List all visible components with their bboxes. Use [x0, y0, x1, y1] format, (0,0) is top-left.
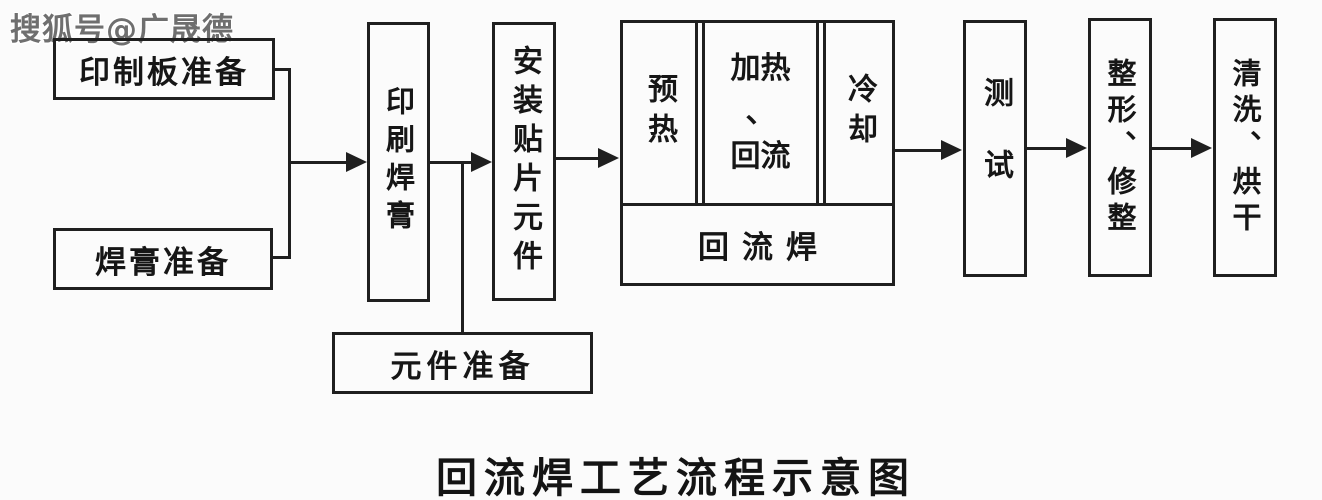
reflow-cell-heating: 加热 、 回流	[705, 23, 816, 203]
reflow-divider-2a	[816, 23, 819, 203]
node-reshape: 整形、修整	[1088, 18, 1152, 277]
connector-to-print	[289, 161, 348, 164]
reflow-cell-cooling: 冷却	[826, 23, 892, 203]
reflow-divider-2b	[823, 23, 826, 203]
reflow-cell-preheat: 预热	[623, 23, 695, 203]
node-print-paste: 印刷焊膏	[367, 22, 430, 302]
connector-reflow-to-test	[895, 149, 943, 152]
reflow-divider-1b	[702, 23, 705, 203]
node-mount-smd: 安装贴片元件	[492, 22, 556, 301]
connector-mount-to-reflow	[556, 157, 600, 160]
reflow-heating-line3: 回流	[730, 139, 791, 174]
reflow-preheat-label: 预热	[642, 73, 677, 153]
node-component-prep: 元件准备	[332, 332, 593, 394]
connector-pcb-out	[273, 68, 291, 71]
reflow-heating-line1: 加热	[730, 51, 791, 86]
connector-component-prep-up	[461, 163, 464, 333]
connector-test-to-reshape	[1027, 147, 1068, 150]
node-paste-prep: 焊膏准备	[53, 228, 273, 290]
node-test: 测试	[963, 20, 1027, 277]
node-test-label: 测试	[978, 76, 1013, 221]
node-mount-smd-label: 安装贴片元件	[507, 44, 542, 279]
reflow-horizontal-divider	[623, 203, 892, 206]
arrowhead-to-reshape-icon	[1066, 138, 1087, 158]
reflow-cooling-label: 冷却	[842, 73, 877, 153]
node-paste-prep-label: 焊膏准备	[95, 244, 231, 281]
reflow-band-label: 回流焊	[698, 230, 830, 266]
node-reflow-group: 预热 加热 、 回流 冷却 回流焊	[620, 20, 895, 286]
node-print-paste-label: 印刷焊膏	[381, 86, 416, 238]
node-component-prep-label: 元件准备	[390, 348, 535, 385]
arrowhead-to-mount-icon	[471, 152, 492, 172]
node-clean-label: 清洗、烘干	[1228, 57, 1262, 238]
node-reshape-label: 整形、修整	[1103, 57, 1137, 238]
arrowhead-to-clean-icon	[1191, 138, 1212, 158]
arrowhead-to-reflow-icon	[598, 148, 619, 168]
connector-print-to-mount	[430, 161, 473, 164]
reflow-heating-label: 加热 、 回流	[731, 47, 791, 179]
arrowhead-to-test-icon	[941, 140, 962, 160]
reflow-heating-line2: 、	[745, 95, 776, 130]
diagram-title: 回流焊工艺流程示意图	[436, 454, 916, 500]
connector-paste-out	[271, 256, 291, 259]
watermark-text: 搜狐号@广晟德	[10, 12, 234, 48]
arrowhead-to-print-icon	[346, 152, 367, 172]
connector-reshape-to-clean	[1152, 147, 1193, 150]
node-clean: 清洗、烘干	[1213, 18, 1277, 277]
reflow-divider-1a	[695, 23, 698, 203]
node-pcb-prep: 印制板准备	[53, 38, 275, 100]
node-pcb-prep-label: 印制板准备	[79, 54, 249, 91]
